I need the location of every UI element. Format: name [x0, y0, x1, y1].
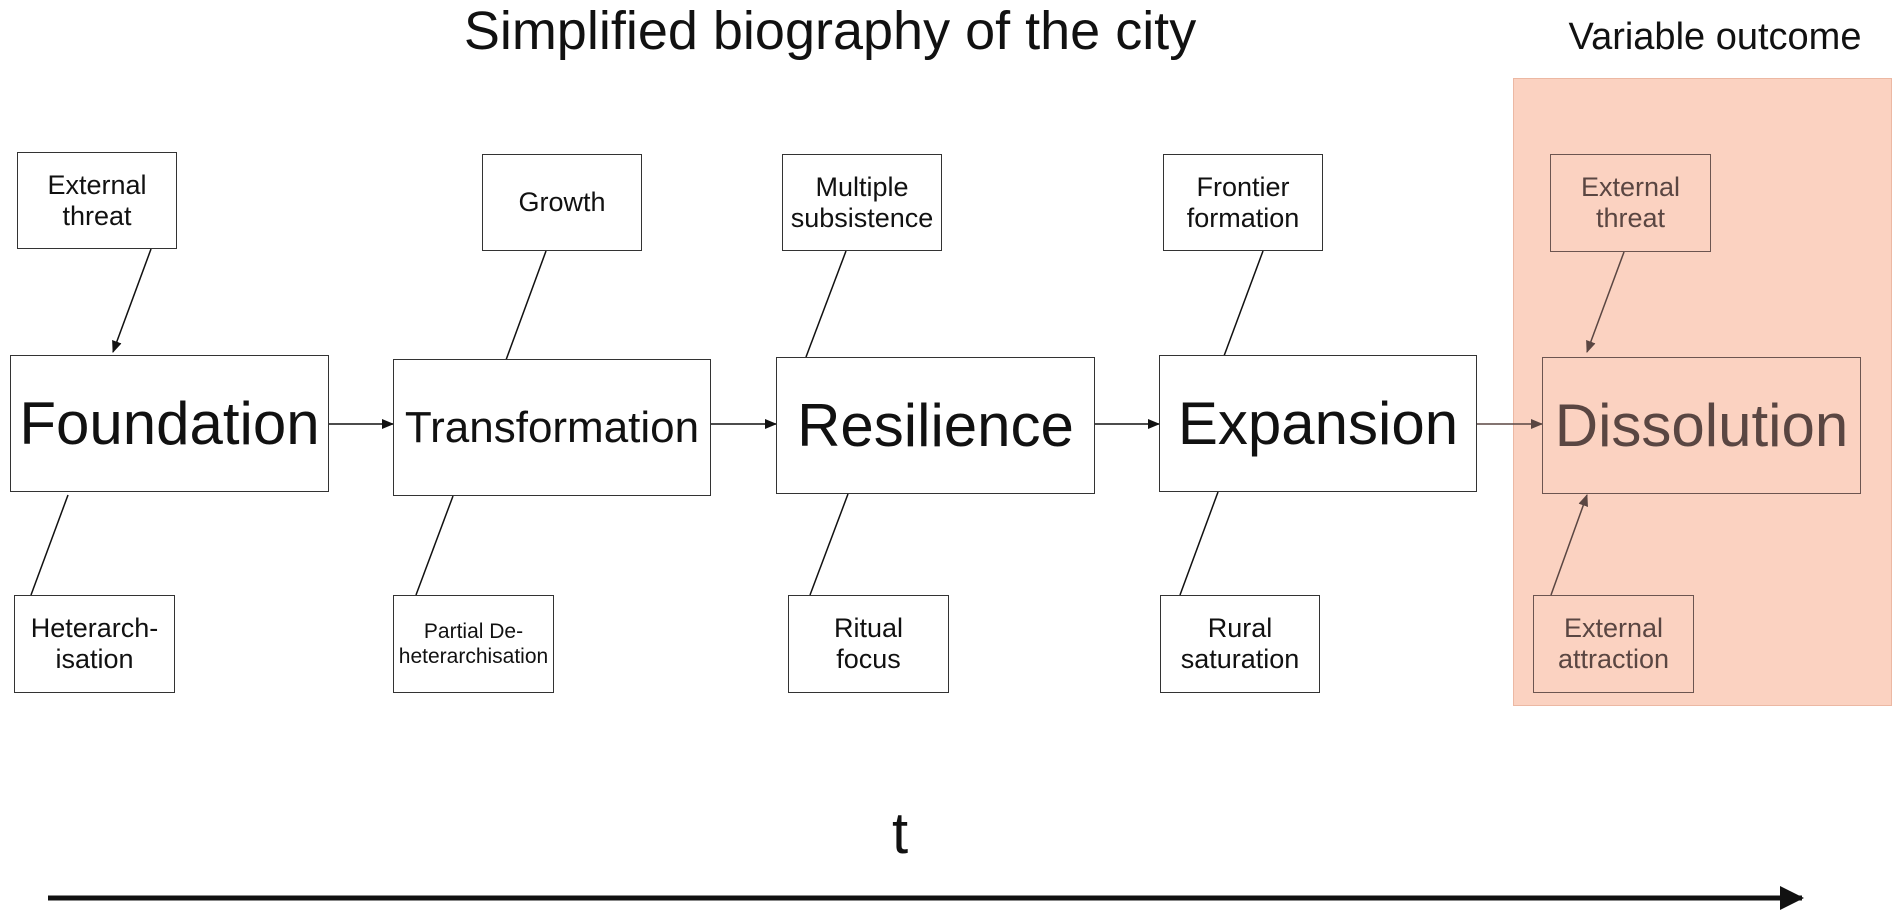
- driver-multiple-subsistence: Multiple subsistence: [782, 154, 942, 251]
- driver-partial-deheterarchisation: Partial De- heterarchisation: [393, 595, 554, 693]
- variable-outcome-panel: [1513, 78, 1892, 706]
- stage-resilience: Resilience: [776, 357, 1095, 494]
- stage-expansion: Expansion: [1159, 355, 1477, 492]
- driver-external-threat-outcome: External threat: [1550, 154, 1711, 252]
- variable-outcome-label: Variable outcome: [1568, 16, 1862, 58]
- line-heterarchisation: [30, 494, 69, 596]
- driver-heterarchisation: Heterarch- isation: [14, 595, 175, 693]
- line-growth: [505, 250, 547, 361]
- line-rural-saturation: [1179, 491, 1219, 596]
- driver-frontier-formation: Frontier formation: [1163, 154, 1323, 251]
- line-frontier-formation: [1223, 250, 1264, 357]
- driver-growth: Growth: [482, 154, 642, 251]
- stage-dissolution: Dissolution: [1542, 357, 1861, 494]
- time-axis-label: t: [891, 801, 909, 866]
- arrow-external-threat-to-dissolution: [1586, 251, 1625, 353]
- stage-transformation: Transformation: [393, 359, 711, 496]
- arrow-external-threat-to-foundation: [112, 248, 152, 353]
- line-multiple-subsistence: [805, 250, 847, 358]
- diagram-title: Simplified biography of the city: [463, 1, 1197, 61]
- line-partial-deheterarchisation: [415, 495, 454, 596]
- driver-external-threat: External threat: [17, 152, 177, 249]
- driver-ritual-focus: Ritual focus: [788, 595, 949, 693]
- stage-foundation: Foundation: [10, 355, 329, 492]
- driver-rural-saturation: Rural saturation: [1160, 595, 1320, 693]
- driver-external-attraction: External attraction: [1533, 595, 1694, 693]
- arrow-external-attraction-to-dissolution: [1550, 494, 1588, 596]
- line-ritual-focus: [809, 493, 849, 596]
